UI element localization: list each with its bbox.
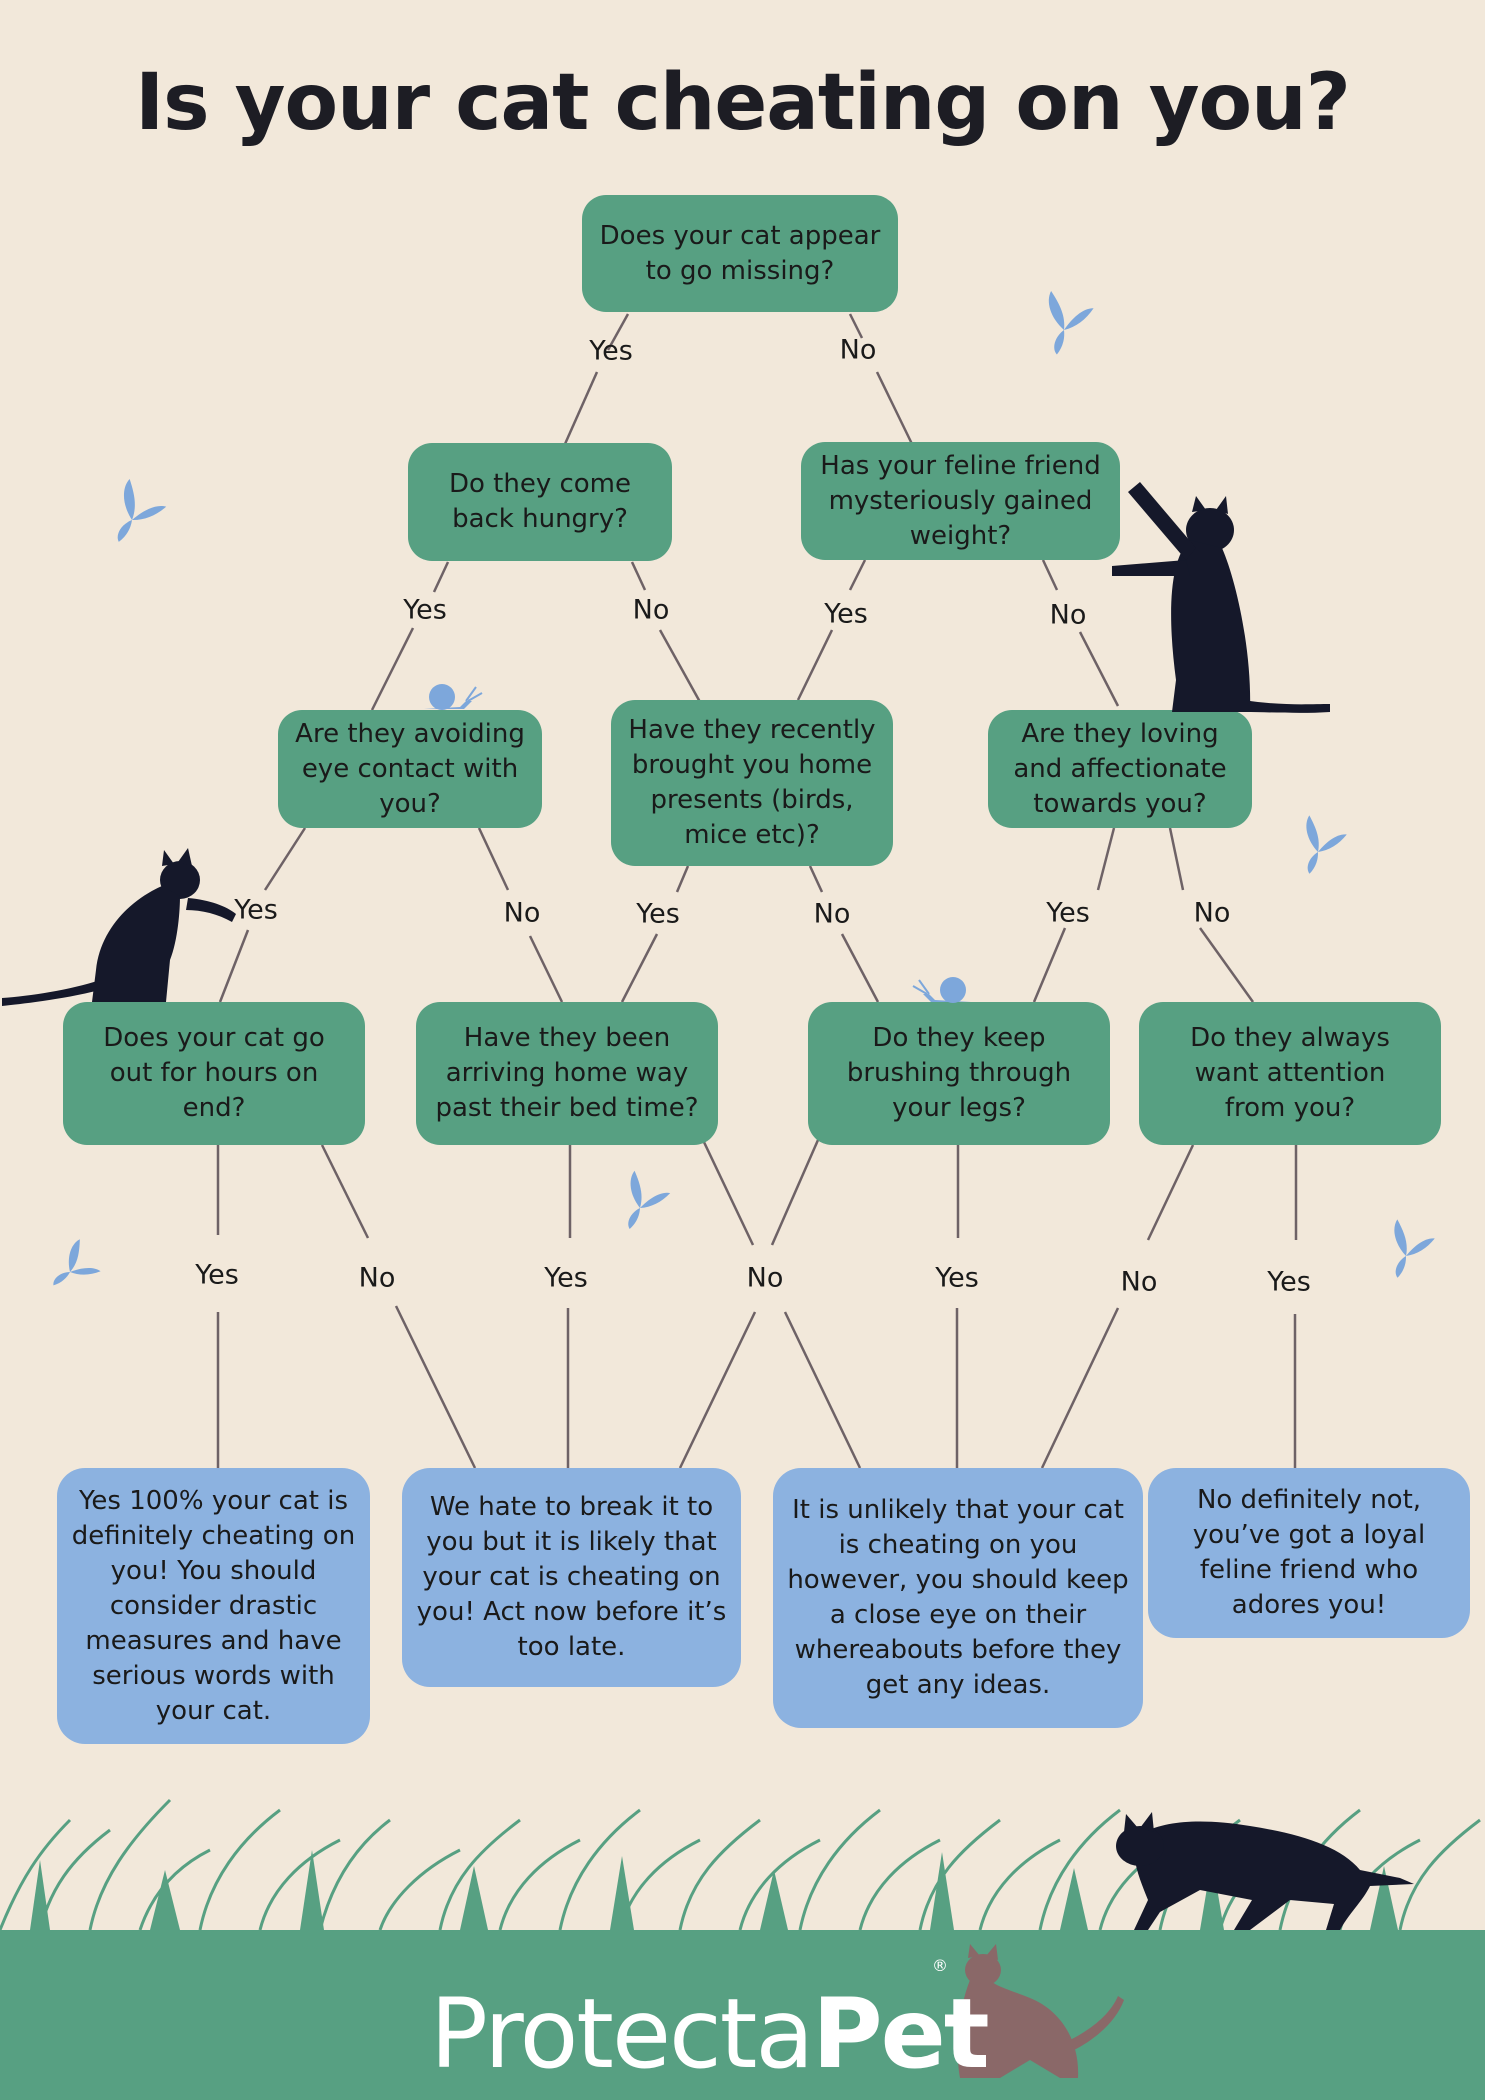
- label-yes: Yes: [1046, 897, 1090, 929]
- footer-band: [0, 1930, 1485, 2100]
- label-yes: Yes: [403, 594, 447, 626]
- question-eye-contact: Are they avoiding eye contact with you?: [278, 710, 542, 828]
- grass-fronds: [30, 1850, 1398, 1930]
- label-yes: Yes: [935, 1262, 979, 1294]
- question-attention: Do they always want attention from you?: [1139, 1002, 1441, 1145]
- label-no: No: [1193, 897, 1231, 929]
- label-yes: Yes: [824, 598, 868, 630]
- brand-name-part2: Pet: [812, 1978, 989, 2090]
- answer-definitely-cheating: Yes 100% your cat is definitely cheating…: [57, 1468, 370, 1744]
- label-no: No: [813, 898, 851, 930]
- question-missing: Does your cat appear to go missing?: [582, 195, 898, 312]
- cat-reaching-silhouette: [1112, 482, 1330, 713]
- registered-mark: ®: [932, 1956, 948, 1975]
- answer-not-cheating: No definitely not, you’ve got a loyal fe…: [1148, 1468, 1470, 1638]
- brand-name-part1: Protecta: [430, 1978, 814, 2090]
- question-loving: Are they loving and affectionate towards…: [988, 710, 1252, 828]
- label-yes: Yes: [636, 898, 680, 930]
- question-bedtime: Have they been arriving home way past th…: [416, 1002, 718, 1145]
- question-presents: Have they recently brought you home pres…: [611, 700, 893, 866]
- label-yes: Yes: [544, 1262, 588, 1294]
- label-yes: Yes: [589, 335, 633, 367]
- answer-unlikely-cheating: It is unlikely that your cat is cheating…: [773, 1468, 1143, 1728]
- label-no: No: [1049, 599, 1087, 631]
- brand-logo: ProtectaPet: [430, 1978, 990, 2090]
- label-no: No: [358, 1262, 396, 1294]
- answer-likely-cheating: We hate to break it to you but it is lik…: [402, 1468, 741, 1687]
- page-title: Is your cat cheating on you?: [135, 58, 1351, 148]
- label-no: No: [746, 1262, 784, 1294]
- label-no: No: [839, 334, 877, 366]
- question-legs: Do they keep brushing through your legs?: [808, 1002, 1110, 1145]
- label-no: No: [503, 897, 541, 929]
- question-hours: Does your cat go out for hours on end?: [63, 1002, 365, 1145]
- question-hungry: Do they come back hungry?: [408, 443, 672, 561]
- cat-walking-silhouette: [1116, 1812, 1414, 1930]
- label-no: No: [1120, 1266, 1158, 1298]
- question-weight: Has your feline friend mysteriously gain…: [801, 442, 1120, 560]
- cat-pawing-silhouette: [2, 848, 236, 1006]
- label-yes: Yes: [234, 894, 278, 926]
- label-no: No: [632, 594, 670, 626]
- label-yes: Yes: [1267, 1266, 1311, 1298]
- label-yes: Yes: [195, 1259, 239, 1291]
